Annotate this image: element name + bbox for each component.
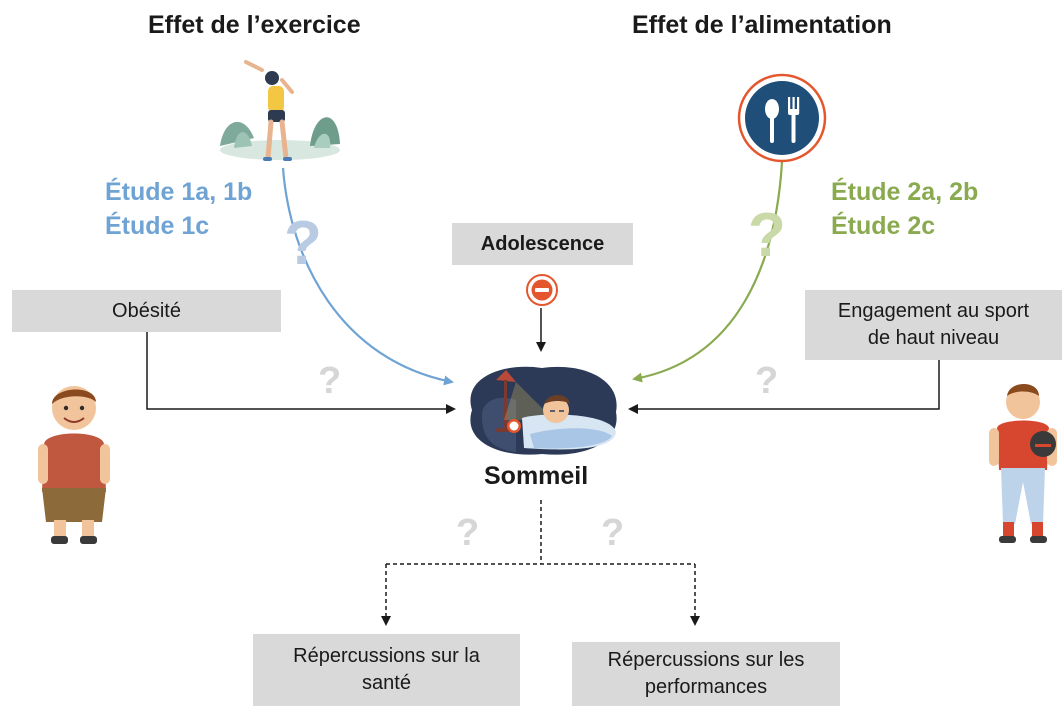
exercise-title: Effet de l’exercice (148, 11, 361, 39)
engagement-sleep-arrow (628, 360, 940, 414)
stretching-woman-icon (220, 60, 340, 161)
adolescence-box: Adolescence (452, 223, 633, 265)
overweight-boy-icon (38, 386, 110, 544)
health-label: Répercussions sur la santé (293, 645, 480, 694)
obesity-box: Obésité (12, 290, 281, 332)
engagement-box: Engagement au sport de haut niveau (805, 290, 1062, 360)
performance-question-mark: ? (601, 512, 625, 554)
studies-exercise: Étude 1a, 1b Étude 1c (105, 175, 252, 243)
sleep-label: Sommeil (484, 462, 589, 490)
food-question-mark: ? (748, 201, 786, 270)
study-2c: Étude 2c (831, 212, 936, 240)
exercise-question-mark: ? (284, 209, 322, 278)
studies-food: Étude 2a, 2b Étude 2c (831, 175, 978, 243)
plate-cutlery-icon (737, 73, 827, 163)
performance-label: Répercussions sur les performances (607, 649, 805, 698)
study-1c: Étude 1c (105, 212, 210, 240)
study-1ab: Étude 1a, 1b (105, 178, 253, 206)
sleeping-person-icon (470, 366, 617, 455)
obesity-question-mark: ? (318, 360, 342, 402)
football-player-icon (989, 384, 1057, 543)
engagement-label: Engagement au sport de haut niveau (837, 300, 1030, 349)
exercise-sleep-arrow (281, 167, 454, 386)
health-box: Répercussions sur la santé (253, 634, 520, 706)
study-2ab: Étude 2a, 2b (831, 178, 979, 206)
obesity-sleep-arrow (146, 332, 456, 414)
health-question-mark: ? (456, 512, 480, 554)
minus-circle-icon (526, 274, 558, 306)
obesity-label: Obésité (112, 299, 181, 322)
engagement-question-mark: ? (755, 360, 779, 402)
food-sleep-arrow (632, 161, 784, 383)
food-title: Effet de l’alimentation (632, 11, 892, 39)
adolescence-label: Adolescence (480, 232, 605, 255)
performance-box: Répercussions sur les performances (572, 642, 840, 706)
